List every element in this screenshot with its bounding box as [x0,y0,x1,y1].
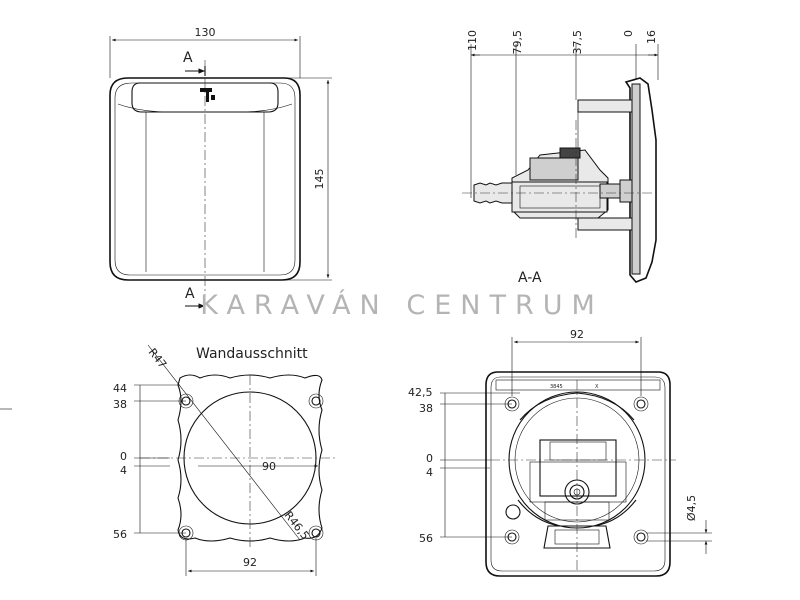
back-tiny-label-1: 3845 [550,384,563,390]
cutout-radius-outer: R47 [146,346,170,371]
back-housing-outline [485,371,671,577]
cutout-dim-56: 56 [113,528,127,541]
section-flange [624,77,657,283]
socket-housing-outline [109,77,301,281]
section-dim-16: 16 [645,30,658,44]
section-view-label: A-A [518,270,542,286]
socket-lid-outline [131,82,279,113]
front-width-dimension: 130 [195,26,216,39]
back-hole-diameter: Ø4,5 [685,495,698,521]
section-dim-37-5: 37,5 [571,30,584,55]
cutout-view-label: Wandausschnitt [196,346,308,362]
plug-symbol-icon [200,88,215,102]
front-height-dimension: 145 [313,169,326,190]
cutout-outline [177,374,323,542]
watermark: KARAVÁN CENTRUM [200,289,604,321]
back-dim-4: 4 [426,466,433,479]
back-dim-42-5: 42,5 [408,386,433,399]
section-marker-top: A [183,50,193,66]
cutout-dim-0: 0 [120,450,127,463]
front-view: 130 145 A A [109,26,332,310]
cutout-hole-spacing: 92 [243,556,257,569]
cutout-dim-38: 38 [113,398,127,411]
back-socket-block [539,439,617,497]
back-view: 92 3845 X [408,328,712,577]
back-dim-38: 38 [419,402,433,415]
cutout-dim-44: 44 [113,382,127,395]
cutout-dim-4: 4 [120,464,127,477]
back-dim-0: 0 [426,452,433,465]
cutout-inner-width: 90 [262,460,276,473]
cutout-radius-inner: R46,5 [282,509,312,542]
back-top-width: 92 [570,328,584,341]
section-dim-79-5: 79,5 [511,30,524,55]
section-dim-0: 0 [622,30,635,37]
back-tiny-label-2: X [595,384,599,390]
back-dim-56: 56 [419,532,433,545]
section-dim-110: 110 [466,30,479,51]
section-marker-bottom: A [185,286,195,302]
cutout-view: Wandausschnitt R47 R46,5 90 44 38 0 4 [113,344,336,576]
section-view: 110 79,5 37,5 0 16 A-A [462,30,660,286]
